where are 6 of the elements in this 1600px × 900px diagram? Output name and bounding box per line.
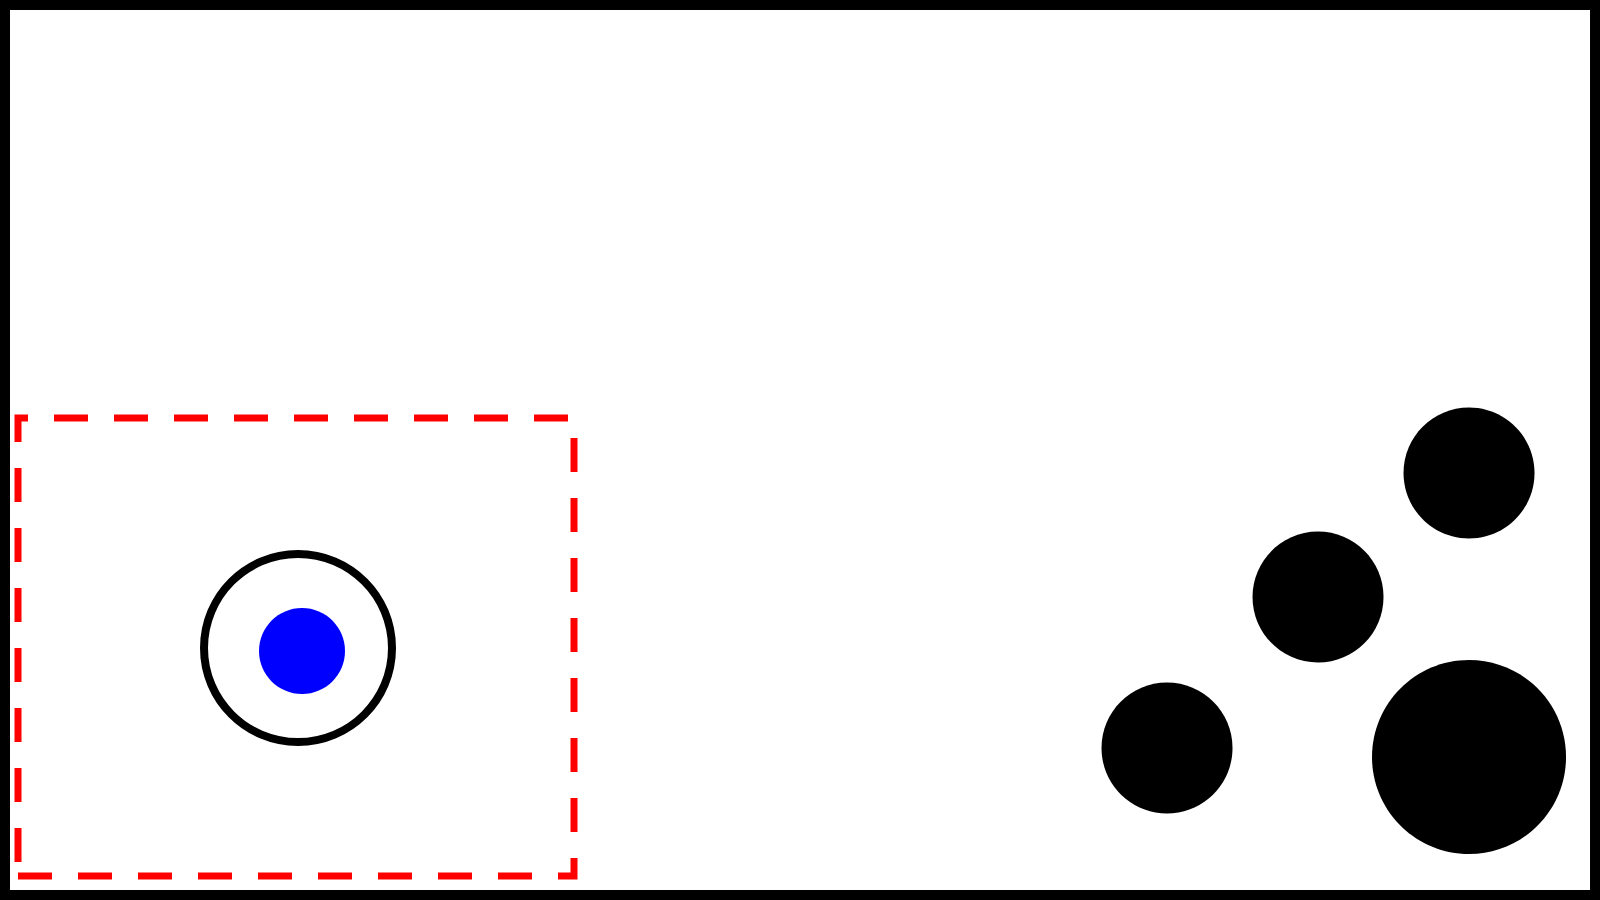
dashed-region <box>14 414 578 880</box>
disc <box>1403 407 1535 539</box>
dot <box>259 608 345 694</box>
disc <box>1101 682 1233 814</box>
disc <box>1252 531 1384 663</box>
disc <box>1372 660 1566 854</box>
